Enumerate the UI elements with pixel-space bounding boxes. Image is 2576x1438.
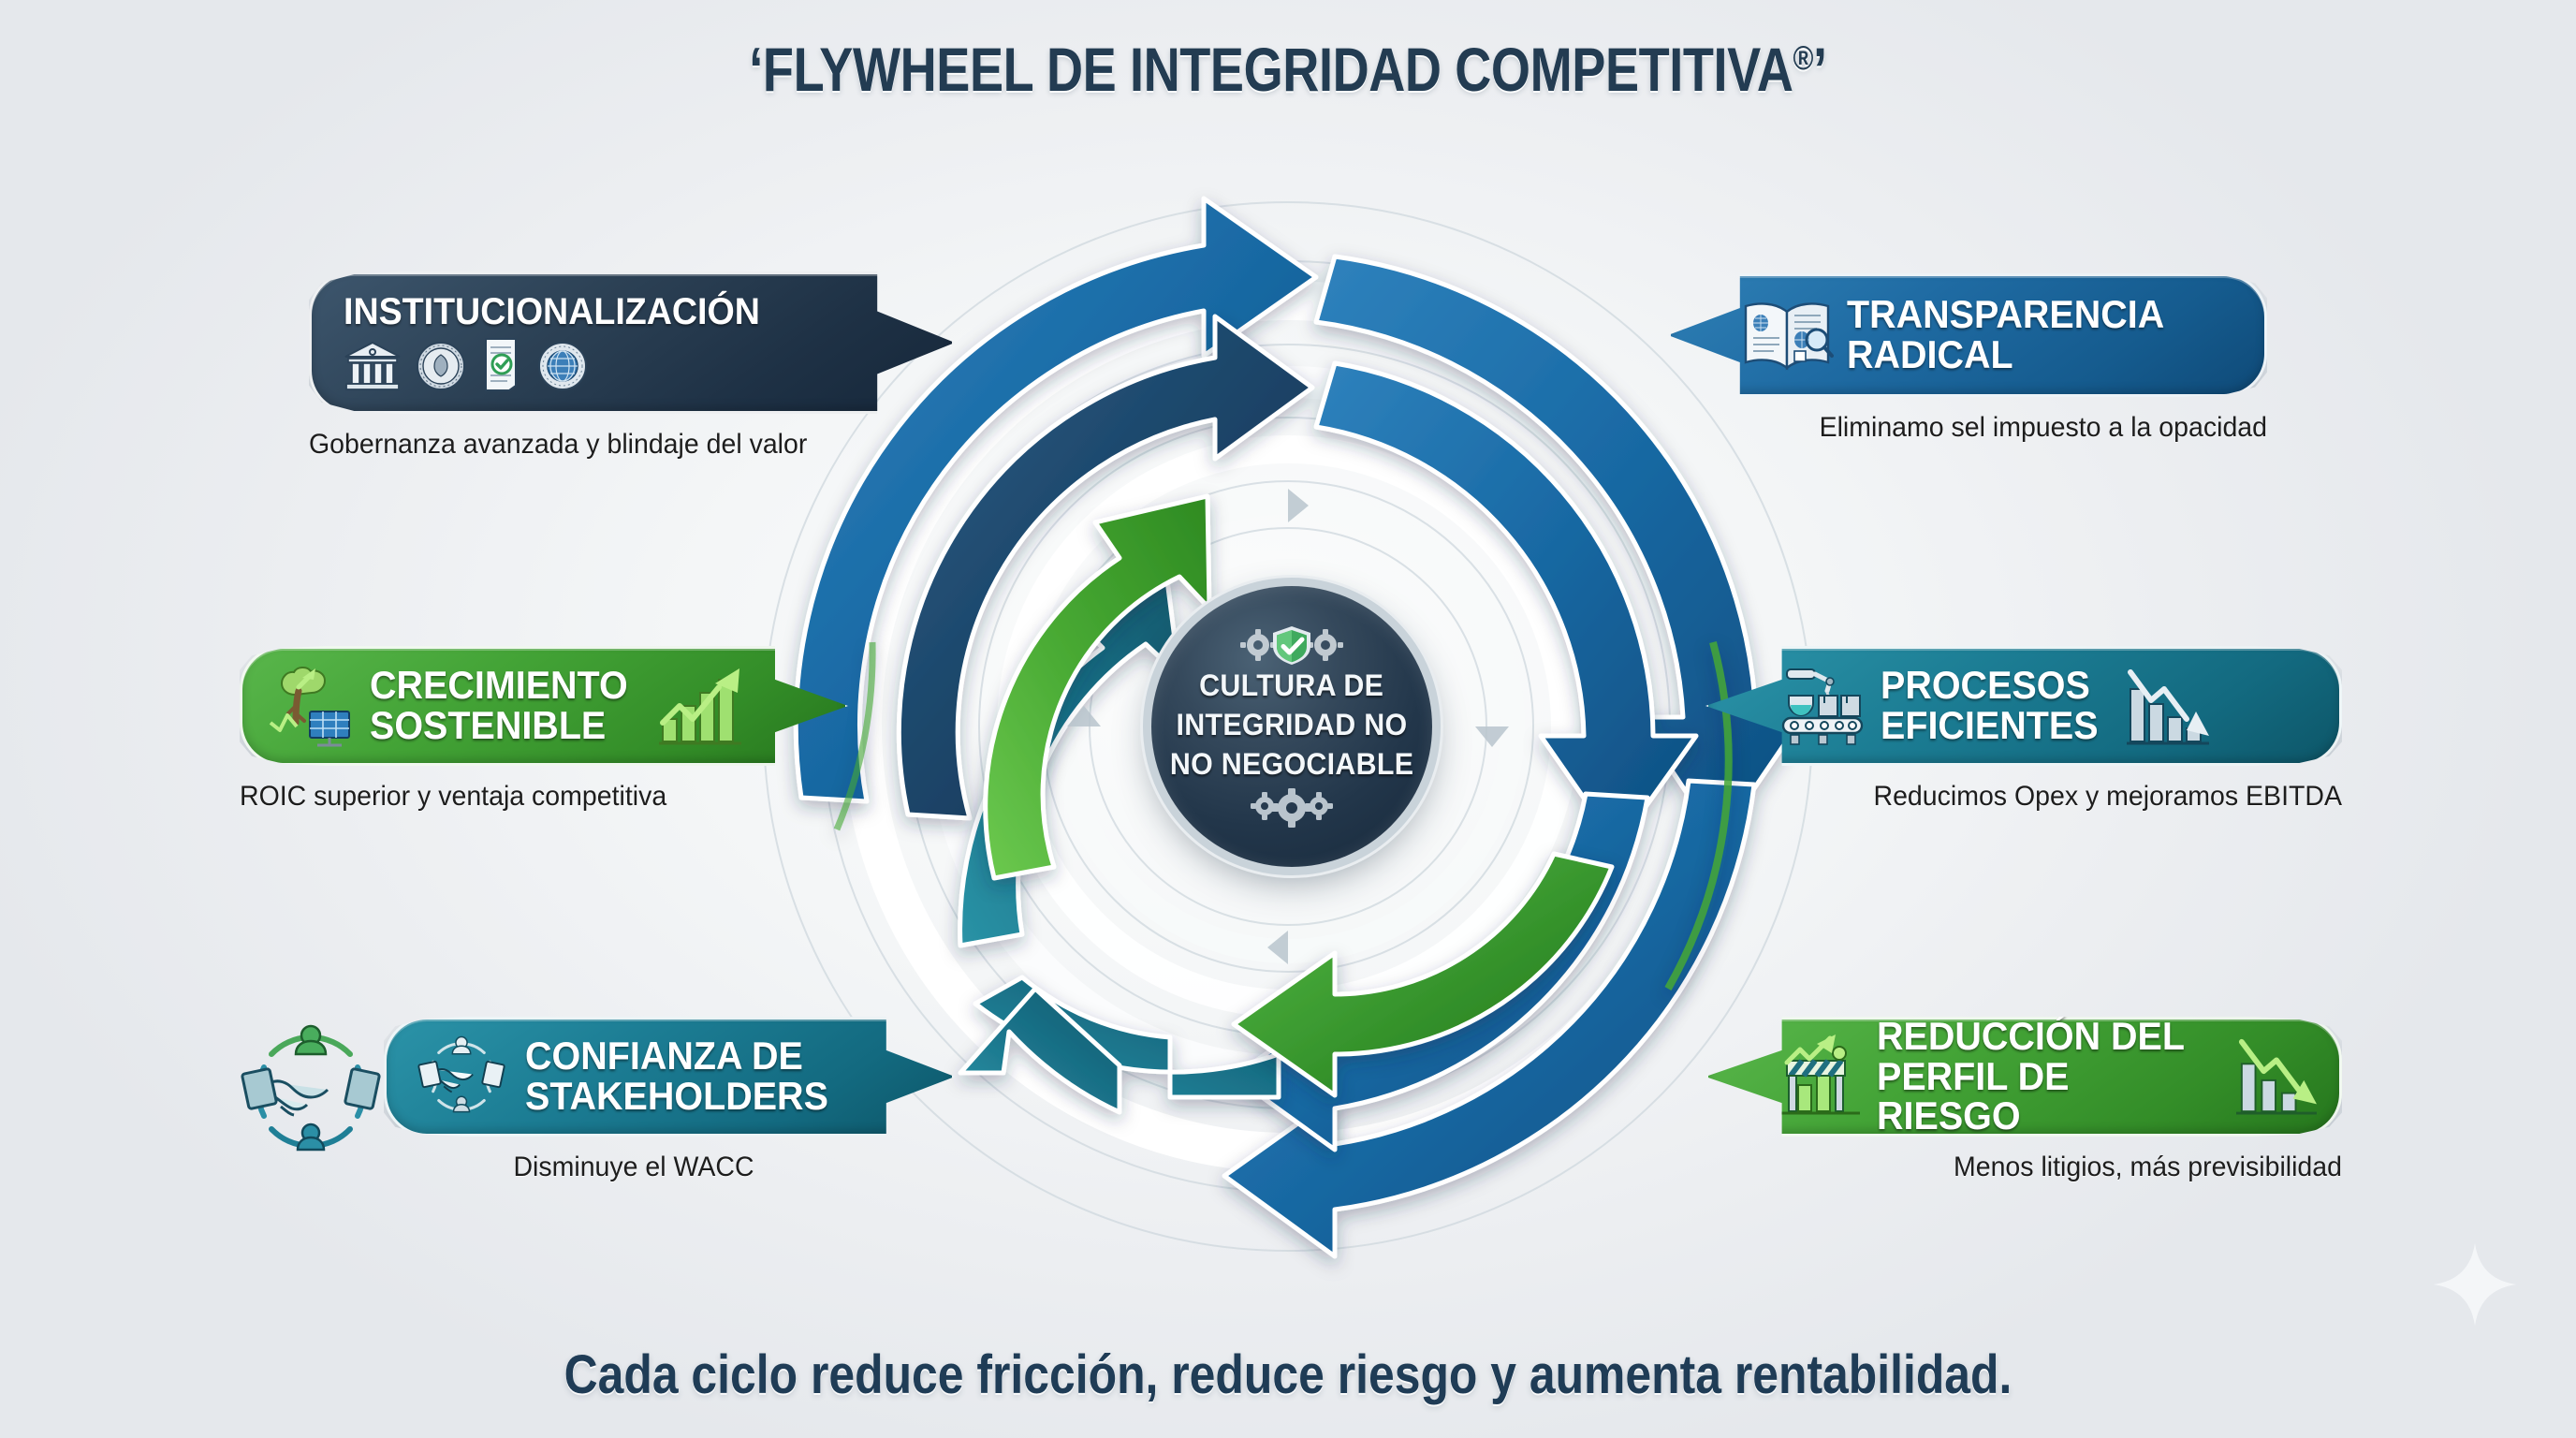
center-hub: CULTURA DE INTEGRIDAD NO NO NEGOCIABLE <box>1151 586 1432 867</box>
node-institucionalizacion-label: INSTITUCIONALIZACIÓN <box>344 290 760 332</box>
green-arrow-ring <box>833 493 1733 1098</box>
node-crecimiento-sostenible-caption: ROIC superior y ventaja competitiva <box>240 781 667 812</box>
handshake-stakeholders-icon <box>417 1035 505 1113</box>
declining-bar-chart-icon <box>2127 669 2210 745</box>
open-book-magnifier-icon <box>1744 302 1834 371</box>
robotic-conveyor-icon <box>1781 668 1864 745</box>
node-reduccion-perfil-riesgo-pill[interactable]: REDUCCIÓN DEL PERFIL DE RIESGO <box>1705 1017 2342 1137</box>
handshake-network-badge-icon <box>232 1013 389 1175</box>
node-institucionalizacion[interactable]: INSTITUCIONALIZACIÓN <box>309 271 955 461</box>
node-transparencia-radical[interactable]: TRANSPARENCIA RADICAL Eliminamo sel impu… <box>1668 273 2267 444</box>
shield-check-gears-icon <box>1240 626 1343 666</box>
rising-bar-chart-icon <box>659 668 742 745</box>
global-standard-seal-icon <box>538 342 587 391</box>
declining-arrow-chart-icon <box>2236 1038 2317 1115</box>
registered-mark: ® <box>1793 38 1814 77</box>
official-seal-icon <box>417 342 465 391</box>
sparkle-icon <box>2433 1242 2517 1327</box>
hub-line-3: NO NEGOCIABLE <box>1169 746 1414 781</box>
gears-icon <box>1251 787 1333 828</box>
node-procesos-eficientes[interactable]: PROCESOS EFICIENTES Reducimos Opex y mej… <box>1705 646 2342 813</box>
certified-document-icon <box>485 338 517 392</box>
node-institucionalizacion-caption: Gobernanza avanzada y blindaje del valor <box>309 429 808 460</box>
node-transparencia-radical-caption: Eliminamo sel impuesto a la opacidad <box>1819 412 2267 443</box>
node-crecimiento-sostenible-pill[interactable]: CRECIMIENTO SOSTENIBLE <box>240 646 848 766</box>
footer-tagline: Cada ciclo reduce fricción, reduce riesg… <box>564 1344 2012 1405</box>
node-reduccion-perfil-riesgo-caption: Menos litigios, más previsibilidad <box>1953 1152 2342 1182</box>
node-procesos-eficientes-label: PROCESOS EFICIENTES <box>1881 663 2099 747</box>
flywheel-diagram <box>763 196 1813 1259</box>
hub-line-1: CULTURA DE <box>1199 668 1384 703</box>
node-transparencia-radical-pill[interactable]: TRANSPARENCIA RADICAL <box>1668 273 2267 397</box>
node-procesos-eficientes-caption: Reducimos Opex y mejoramos EBITDA <box>1873 781 2342 812</box>
node-confianza-stakeholders-label: CONFIANZA DE STAKEHOLDERS <box>525 1034 828 1118</box>
node-confianza-stakeholders-pill[interactable]: CONFIANZA DE STAKEHOLDERS <box>384 1017 955 1137</box>
tree-solar-panel-icon <box>269 667 350 747</box>
node-transparencia-radical-label: TRANSPARENCIA RADICAL <box>1847 292 2165 376</box>
hub-line-2: INTEGRIDAD NO <box>1176 708 1408 742</box>
risk-barrier-chart-icon <box>1781 1034 1860 1115</box>
node-reduccion-perfil-riesgo-label: REDUCCIÓN DEL PERFIL DE RIESGO <box>1877 1013 2186 1138</box>
page-title: ‘FLYWHEEL DE INTEGRIDAD COMPETITIVA®’ <box>232 34 2345 105</box>
flow-tick-markers <box>1067 489 1509 964</box>
node-institucionalizacion-pill[interactable]: INSTITUCIONALIZACIÓN <box>309 271 955 414</box>
node-confianza-stakeholders[interactable]: CONFIANZA DE STAKEHOLDERS Disminuye el W… <box>384 1017 955 1183</box>
node-reduccion-perfil-riesgo[interactable]: REDUCCIÓN DEL PERFIL DE RIESGO Menos lit… <box>1705 1017 2342 1183</box>
node-confianza-stakeholders-caption: Disminuye el WACC <box>513 1152 754 1182</box>
page-title-text: ‘FLYWHEEL DE INTEGRIDAD COMPETITIVA <box>749 35 1793 104</box>
page-title-close-quote: ’ <box>1813 35 1827 104</box>
bank-institution-icon <box>344 342 401 391</box>
node-procesos-eficientes-pill[interactable]: PROCESOS EFICIENTES <box>1705 646 2342 766</box>
node-crecimiento-sostenible[interactable]: CRECIMIENTO SOSTENIBLE ROIC superior y v… <box>240 646 848 813</box>
node-crecimiento-sostenible-label: CRECIMIENTO SOSTENIBLE <box>370 663 628 747</box>
